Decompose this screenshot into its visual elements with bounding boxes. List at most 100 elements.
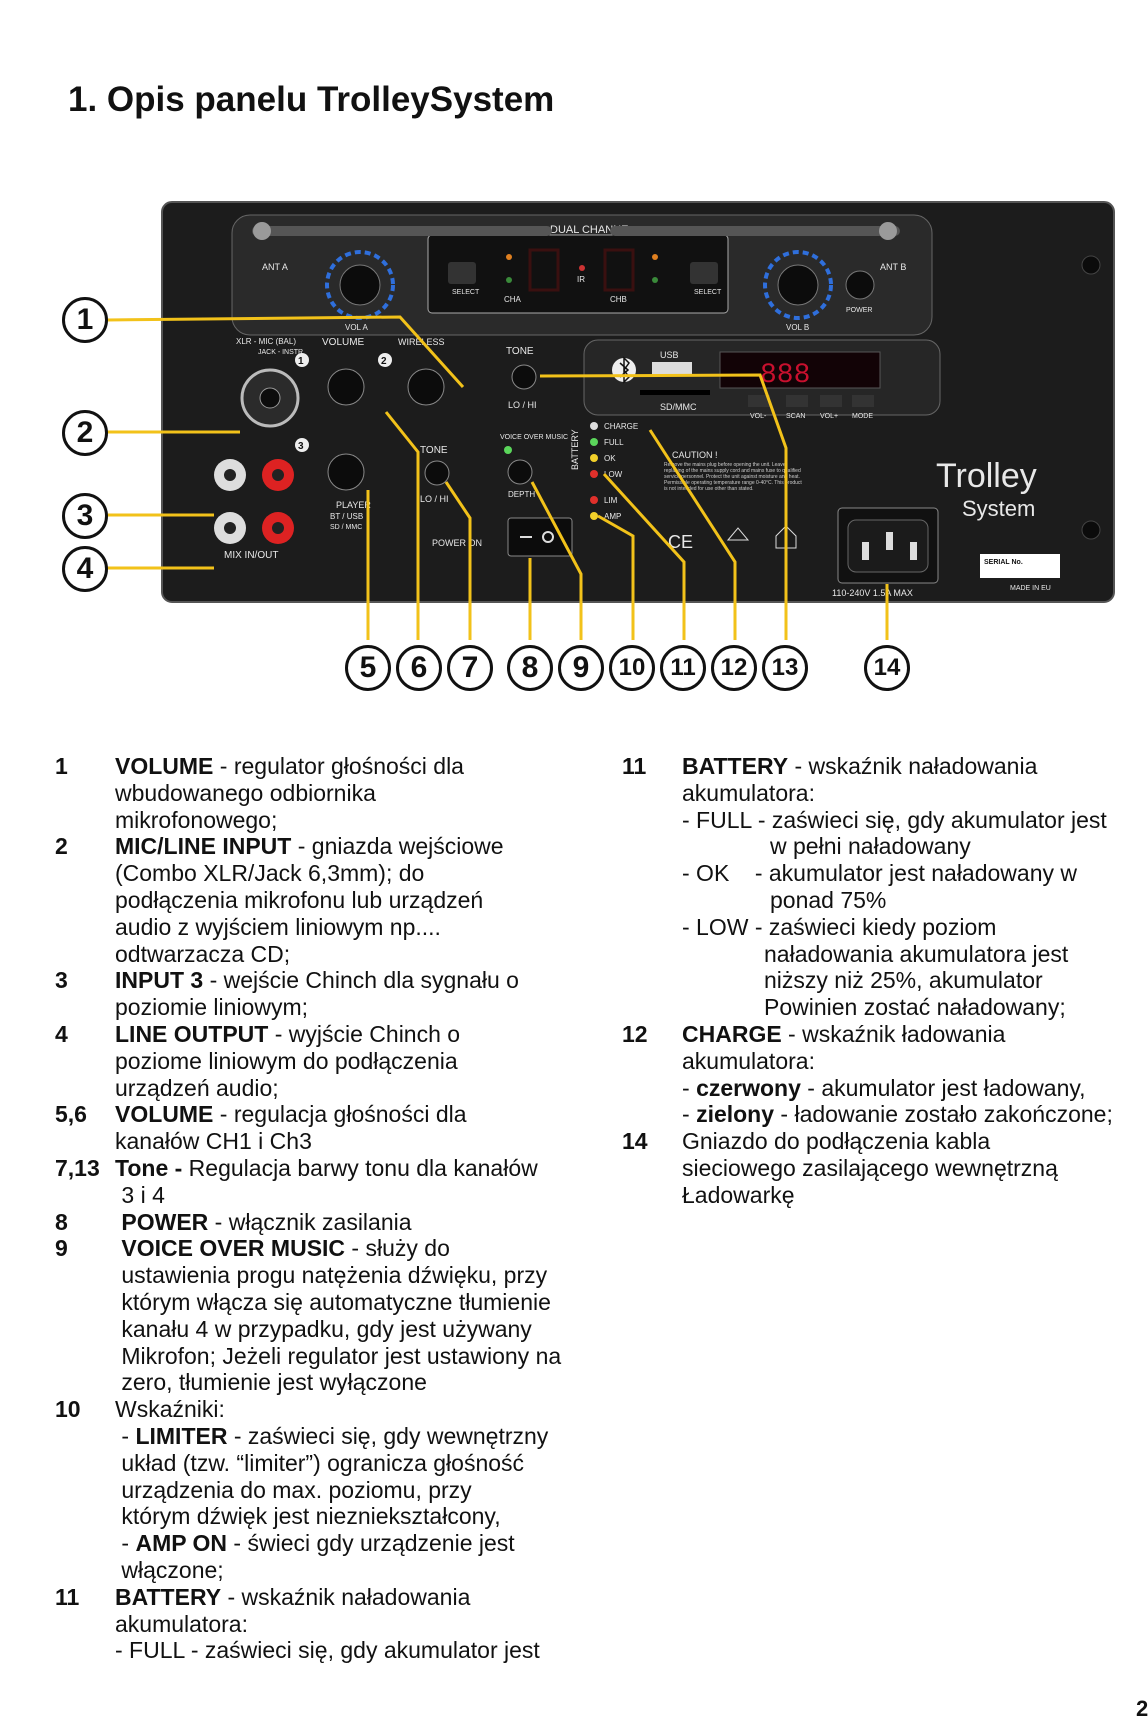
item-number: 11 [55, 1583, 80, 1610]
antenna-tip [253, 222, 271, 240]
item-text: wbudowanego odbiornika [115, 779, 376, 806]
callout-10: 10 [609, 645, 655, 691]
caution-text: Remove the mains plug before opening the… [664, 462, 802, 492]
antenna-a [252, 226, 552, 236]
badge-3-text: 3 [298, 441, 304, 452]
lo-hi-label: LO / HI [508, 400, 537, 410]
serial-label: SERIAL No. [984, 559, 1023, 566]
ir-label: IR [577, 275, 585, 284]
vol-a-label: VOL A [345, 323, 368, 332]
vom-led [504, 446, 512, 454]
caution-text-box: Remove the mains plug before opening the… [664, 462, 802, 492]
item-text: kanału 4 w przypadku, gdy jest używany [115, 1315, 532, 1342]
sd-mmc-small-label: SD / MMC [330, 524, 362, 531]
badge-2 [378, 353, 392, 367]
vol-plus-label: VOL+ [820, 413, 838, 420]
item-text: - OK - akumulator jest naładowany w [682, 860, 1077, 887]
item-text: poziomie liniowym; [115, 994, 309, 1021]
item-number: 14 [622, 1128, 648, 1155]
vol-a-knob [339, 264, 381, 306]
low-label: LOW [604, 470, 623, 479]
scan-button [786, 395, 808, 407]
tone-label: TONE [506, 346, 534, 357]
item-term: VOICE OVER MUSIC [115, 1235, 346, 1262]
caution-title: CAUTION ! [672, 450, 718, 460]
legend-right-column: 11 BATTERY - wskaźnik naładowania akumul… [622, 753, 1132, 1209]
legend-item-3: 3 INPUT 3 - wejście Chinch dla sygnału o… [55, 967, 615, 1021]
amp-led [590, 512, 598, 520]
select-a-button [448, 262, 476, 284]
item-text: - wskaźnik naładowania [788, 753, 1038, 779]
serial-plate [980, 554, 1060, 578]
legend-item-7-13: 7,13 Tone - Regulacja barwy tonu dla kan… [55, 1155, 615, 1209]
item-text: - świeci gdy urządzenie jest [227, 1530, 515, 1557]
volume-3-knob [327, 453, 365, 491]
vol-b-label: VOL B [786, 323, 809, 332]
jack-instr-label: JACK - INSTR [258, 349, 303, 356]
item-number: 4 [55, 1020, 68, 1047]
item-text: - regulacja głośności dla [213, 1101, 467, 1128]
item-text: zero, tłumienie jest wyłączone [115, 1369, 427, 1396]
item-text: niższy niż 25%, akumulator [764, 967, 1043, 994]
page-number: 2 [1136, 1696, 1148, 1721]
antenna-b [610, 226, 900, 236]
item-number: 1 [55, 753, 68, 779]
receiver-display [427, 234, 729, 314]
item-text: ustawienia progu natężenia dźwięku, przy [115, 1262, 548, 1289]
line-7 [444, 481, 472, 640]
bt-usb-label: BT / USB [330, 512, 363, 521]
tone-3-label: TONE [420, 445, 448, 456]
item-term: zielony [696, 1101, 775, 1128]
item-text: w pełni naładowany [770, 833, 971, 860]
ok-label: OK [604, 454, 616, 463]
item-term: AMP ON [135, 1530, 228, 1557]
item-term: LINE OUTPUT [115, 1020, 269, 1047]
mix-in-out-label: MIX IN/OUT [224, 550, 278, 561]
depth-label: DEPTH [508, 490, 535, 499]
item-text: poziome liniowym do podłączenia [115, 1047, 458, 1074]
callout-11: 11 [660, 645, 706, 691]
callout-13: 13 [762, 645, 808, 691]
lim-led [590, 496, 598, 504]
chb-label: CHB [610, 295, 627, 304]
item-number: 9 [55, 1235, 68, 1262]
legend-item-1: 1 VOLUME - regulator głośności dla wbudo… [55, 753, 615, 833]
line-12 [648, 429, 737, 640]
full-label: FULL [604, 438, 624, 447]
callout-12: 12 [711, 645, 757, 691]
item-text: Wskaźniki: [115, 1396, 225, 1423]
item-term: VOLUME [115, 1101, 214, 1128]
sd-slot [640, 390, 710, 395]
legend-item-2: 2 MIC/LINE INPUT - gniazda wejściowe (Co… [55, 833, 615, 967]
item-number: 12 [622, 1020, 648, 1047]
legend-item-8: 8 POWER - włącznik zasilania [55, 1209, 615, 1236]
tone-3-knob [424, 460, 450, 486]
line-13 [539, 373, 788, 640]
item-text: Mikrofon; Jeżeli regulator jest ustawion… [115, 1342, 562, 1369]
item-number: 5,6 [55, 1101, 87, 1128]
scan-label: SCAN [786, 413, 805, 420]
item-text: - zaświeci się, gdy wewnętrzny [227, 1422, 549, 1449]
item-text: - FULL - zaświeci się, gdy akumulator je… [682, 806, 1107, 833]
item-text: audio z wyjściem liniowym np.... [115, 913, 441, 940]
item-text: akumulatora: [115, 1610, 248, 1637]
depth-knob [507, 459, 533, 485]
wireless-knob [407, 368, 445, 406]
ant-b-label: ANT B [880, 262, 906, 272]
item-text: - regulator głośności dla [213, 753, 464, 779]
usb-label: USB [660, 350, 679, 360]
item-text: (Combo XLR/Jack 6,3mm); do [115, 860, 425, 887]
select-a-label: SELECT [452, 289, 480, 296]
item-number: 10 [55, 1396, 81, 1423]
item-text: - służy do [345, 1235, 450, 1262]
item-number: 3 [55, 967, 68, 994]
vol-b-knob [777, 264, 819, 306]
line-6 [384, 411, 420, 640]
legend-item-12: 12 CHARGE - wskaźnik ładowania akumulato… [622, 1021, 1132, 1128]
item-text: akumulatora: [682, 1047, 815, 1074]
line-1 [106, 315, 465, 389]
brand-system: System [962, 496, 1035, 521]
receiver-power-button [845, 270, 875, 300]
badge-1-text: 1 [298, 356, 304, 367]
item-term: VOLUME [115, 753, 214, 779]
